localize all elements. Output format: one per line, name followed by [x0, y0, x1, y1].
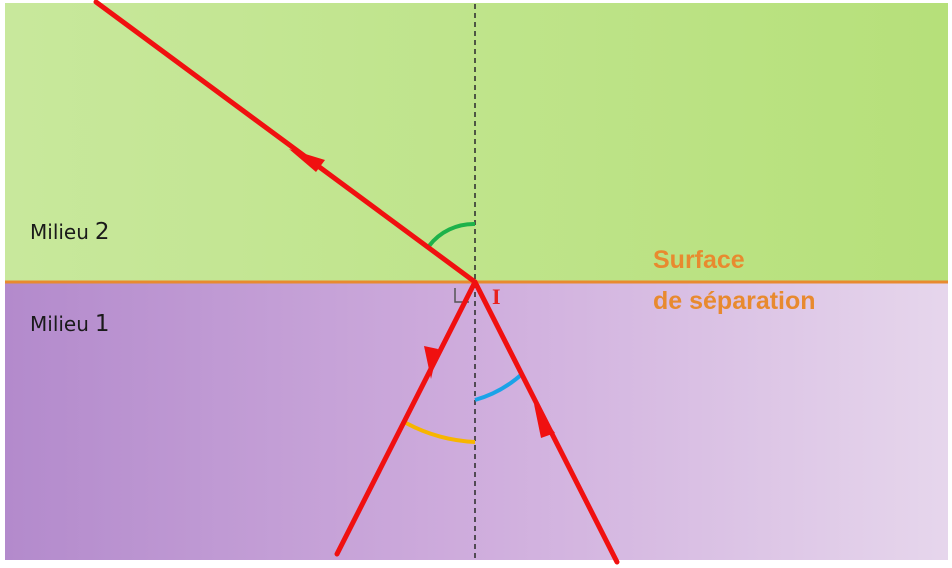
reflected-ray-arrow — [424, 346, 438, 379]
medium-1-number: 1 — [94, 311, 110, 337]
surface-label-line1: Surface — [653, 246, 745, 274]
medium-1-word: Milieu — [30, 312, 89, 336]
surface-label-line2: de séparation — [653, 287, 816, 315]
medium-2-region — [5, 3, 948, 283]
refracted-ray — [93, 0, 478, 285]
medium-2-number: 2 — [94, 219, 110, 245]
angle-incidence-arc — [474, 372, 524, 402]
incident-ray-arrow — [534, 404, 555, 438]
medium-1-region — [5, 283, 948, 560]
angle-refraction-arc — [427, 221, 476, 248]
incidence-point-label: I — [492, 284, 501, 309]
refracted-ray-arrow — [289, 149, 325, 172]
reflected-ray — [334, 279, 478, 557]
angle-reflection-arc — [405, 421, 476, 444]
medium-2-word: Milieu — [30, 220, 89, 244]
